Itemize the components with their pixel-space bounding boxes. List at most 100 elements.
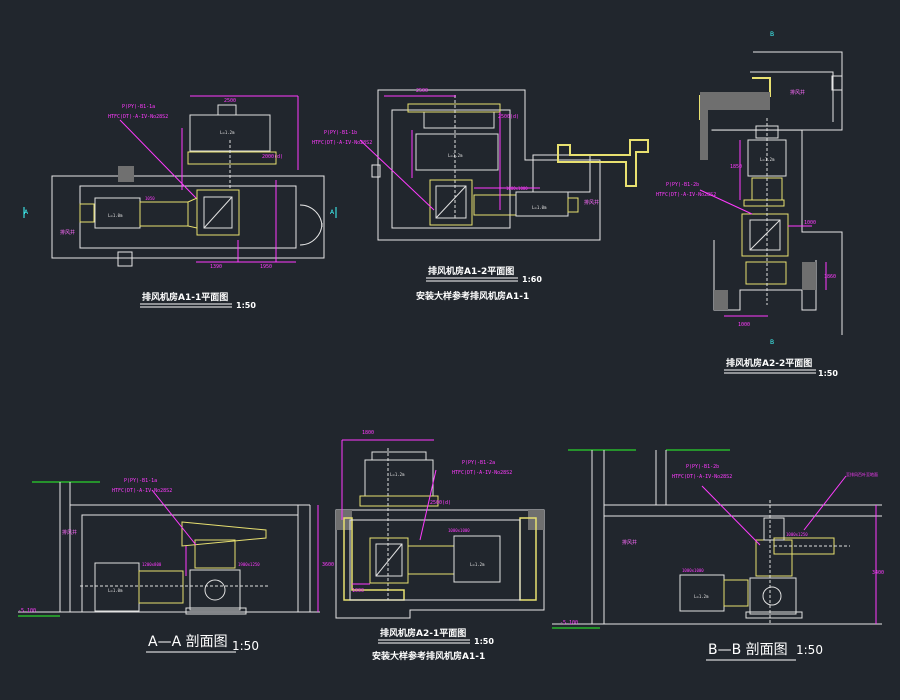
duct-length-label: L=1.0m (532, 205, 547, 210)
duct-transition (359, 495, 439, 507)
damper-blade (203, 196, 233, 229)
dimension-lines (119, 95, 299, 263)
equipment-tag: P(PY)-B1-1a (124, 478, 157, 484)
view-section-bb: -5.100 P(PY)-B1-2b HTFC(DT)-A-IV-No28S2 … (552, 449, 884, 661)
wall-hatch (714, 290, 728, 310)
wall-hatch (700, 92, 770, 160)
fan-flange (755, 125, 779, 139)
dim-label: 1000x1000 (448, 528, 470, 533)
dimension-lines (701, 475, 877, 624)
level-label: -5.100 (18, 608, 36, 614)
door-swing (299, 222, 323, 246)
fan-silencer (364, 459, 434, 497)
view-title: 排风机房A2-2平面图 (726, 357, 812, 369)
dim-label: 2500(d) (430, 500, 451, 506)
dim-label: 1000 (352, 588, 364, 594)
exhaust-duct (94, 562, 140, 612)
duct-length-label: L=1.2m (694, 594, 709, 599)
equipment-model: HTFC(DT)-A-IV-No28S2 (312, 140, 372, 146)
damper-blade (435, 185, 467, 219)
transition-piece (187, 197, 198, 229)
wall-outer (377, 89, 601, 241)
view-scale: 1:50 (236, 301, 256, 310)
fan-housing (189, 569, 241, 611)
fan-housing (749, 577, 797, 615)
fan-length-label: L=1.2m (390, 472, 405, 477)
room-label: 排风井 (60, 229, 75, 236)
dim-label: 1950 (260, 264, 272, 270)
flex-connector (139, 201, 189, 227)
section-mark-right: A (330, 209, 335, 216)
view-scale: 1:60 (522, 275, 542, 284)
wall-inner (391, 109, 511, 229)
dim-label: 1000x1250 (786, 532, 808, 537)
fan-unit (741, 213, 789, 257)
inlet-cone (181, 521, 267, 547)
column (831, 75, 843, 91)
fan-base (185, 607, 247, 615)
fan-casing (415, 133, 499, 171)
equipment-tag: P(PY)-B1-2b (666, 182, 699, 188)
equipment-model: HTFC(DT)-A-IV-No28S2 (452, 470, 512, 476)
view-title: 排风机房A2-1平面图 (380, 627, 466, 639)
room-label: 排风井 (790, 89, 805, 96)
dim-label: 1390 (210, 264, 222, 270)
dim-label: 1050 (145, 196, 155, 201)
exhaust-duct (745, 261, 787, 285)
dim-label: 1000x1000 (682, 568, 704, 573)
fan-damper (749, 219, 781, 251)
dim-label: 2500 (416, 88, 428, 94)
equipment-tag: P(PY)-B1-2b (686, 464, 719, 470)
dim-label: 3600 (322, 562, 334, 568)
view-section-aa: -5.100 P(PY)-B1-1a HTFC(DT)-A-IV-No28S2 … (18, 478, 334, 653)
fan-length-label: L=1.2m (760, 157, 775, 162)
fan-impeller (762, 586, 782, 606)
wall-inner (750, 71, 834, 122)
dimension-lines (359, 95, 540, 211)
view-scale: 1:50 (818, 369, 838, 378)
view-subtitle: 安装大样参考排风机房A1-1 (416, 290, 529, 302)
equipment-model: HTFC(DT)-A-IV-No28S2 (108, 114, 168, 120)
dim-label: 1900x1250 (238, 562, 260, 567)
dimension-lines (151, 489, 319, 612)
exhaust-duct (515, 191, 569, 217)
view-title: A—A 剖面图 (148, 634, 228, 650)
dim-label: 1860 (824, 274, 836, 280)
dimension-lines (699, 140, 827, 317)
fan-flange (217, 104, 237, 116)
duct-length-label: L=1.2m (470, 562, 485, 567)
dim-label: 1000 (738, 322, 750, 328)
dim-label: 1800 (362, 430, 374, 436)
flex-connector (407, 545, 455, 575)
fan-damper (435, 185, 467, 219)
fan-silencer (423, 111, 495, 129)
view-scale: 1:50 (474, 637, 494, 646)
view-title: B—B 剖面图 (708, 642, 788, 658)
flex-connector (723, 579, 749, 607)
equipment-model: HTFC(DT)-A-IV-No28S2 (672, 474, 732, 480)
equipment-tag: P(PY)-B1-1a (122, 104, 155, 110)
view-a2-1-plan: 1800 2500(d) 1000 1000x1000 P(PY)-B1-2a … (335, 430, 545, 662)
section-mark-top: B (770, 31, 774, 38)
wall-hatch (802, 262, 816, 290)
duct-flange (407, 103, 501, 113)
duct-flange (743, 199, 785, 207)
damper-blade (375, 543, 403, 577)
view-title: 排风机房A1-2平面图 (428, 265, 514, 277)
equipment-tag: P(PY)-B1-2a (462, 460, 495, 466)
section-mark-bottom: B (770, 339, 774, 346)
column (118, 166, 134, 182)
duct-note: 至排风百叶至地面 (846, 471, 878, 477)
flex-connector (138, 570, 184, 604)
room-label: 排风井 (584, 199, 599, 206)
fan-length-label: L=1.2m (448, 153, 463, 158)
room-label: 排风井 (622, 539, 637, 546)
wall-outer (51, 175, 325, 259)
louver (79, 203, 95, 223)
section-mark-left: A (24, 209, 29, 216)
exhaust-duct (679, 574, 725, 612)
fan-base (745, 611, 803, 619)
view-a2-2-plan: 1000 1850 1000 1860 P(PY)-B1-2b HTFC(DT)… (656, 31, 843, 378)
room-label: 排风井 (62, 529, 77, 536)
